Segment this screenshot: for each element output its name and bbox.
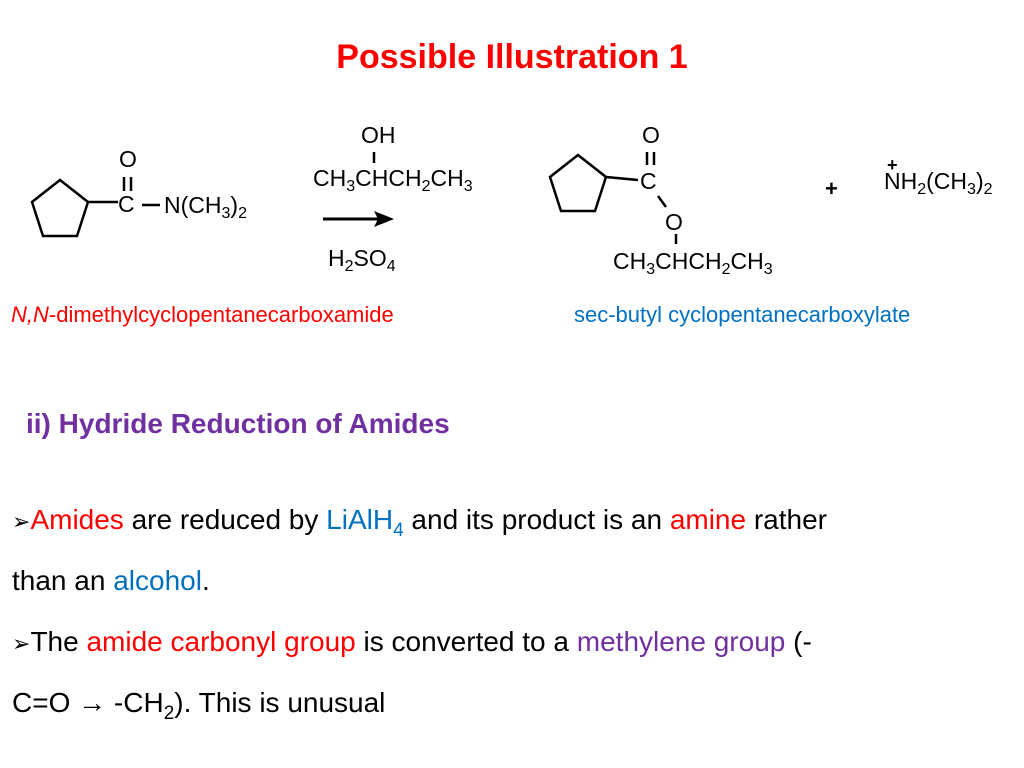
reactant-dimethylamino-group: N(CH3)2 — [164, 192, 247, 222]
byproduct-positive-charge: + — [887, 155, 898, 175]
product-ester-oxygen: O — [665, 209, 683, 235]
reaction-scheme-drawing — [30, 152, 678, 244]
product-name-caption: sec-butyl cyclopentanecarboxylate — [574, 302, 911, 327]
product-cyclopentane-ring — [548, 153, 608, 213]
reactant-carbonyl-carbon: C — [118, 191, 135, 217]
product-ring-to-carbon-bond — [605, 175, 639, 182]
reagent-hydroxyl: OH — [361, 122, 396, 148]
bullet-2-line-1: ➢The amide carbonyl group is converted t… — [12, 626, 812, 657]
product-sec-butyl-group: CH3CHCH2CH3 — [613, 248, 773, 278]
product-carbonyl-carbon: C — [640, 168, 657, 194]
product-carbon-to-oxygen-bond — [656, 195, 668, 208]
reaction-arrow-head — [374, 211, 394, 227]
reactant-cyclopentane-ring — [30, 178, 90, 238]
product-carbonyl-oxygen: O — [642, 122, 660, 148]
reactant-carbonyl-oxygen: O — [119, 146, 137, 172]
bullet-1-line-2: than an alcohol. — [12, 565, 210, 596]
bullet-marker-icon: ➢ — [12, 509, 31, 534]
section-heading: ii) Hydride Reduction of Amides — [26, 408, 450, 439]
bullet-marker-icon: ➢ — [12, 631, 31, 656]
bullet-1-line-1: ➢Amides are reduced by LiAlH4 and its pr… — [12, 504, 828, 541]
page-title: Possible Illustration 1 — [336, 38, 688, 76]
byproduct-dimethylammonium: NH2(CH3)2 — [884, 168, 993, 198]
bullet-2-line-2: C=O → -CH2). This is unusual — [12, 687, 386, 724]
reactant-name-caption: N,N-dimethylcyclopentanecarboxamide — [11, 302, 394, 327]
reagent-catalyst: H2SO4 — [328, 245, 396, 275]
plus-sign: + — [825, 176, 838, 201]
right-arrow-icon: → — [78, 687, 107, 718]
reagent-butanol-formula: CH3CHCH2CH3 — [313, 165, 473, 195]
